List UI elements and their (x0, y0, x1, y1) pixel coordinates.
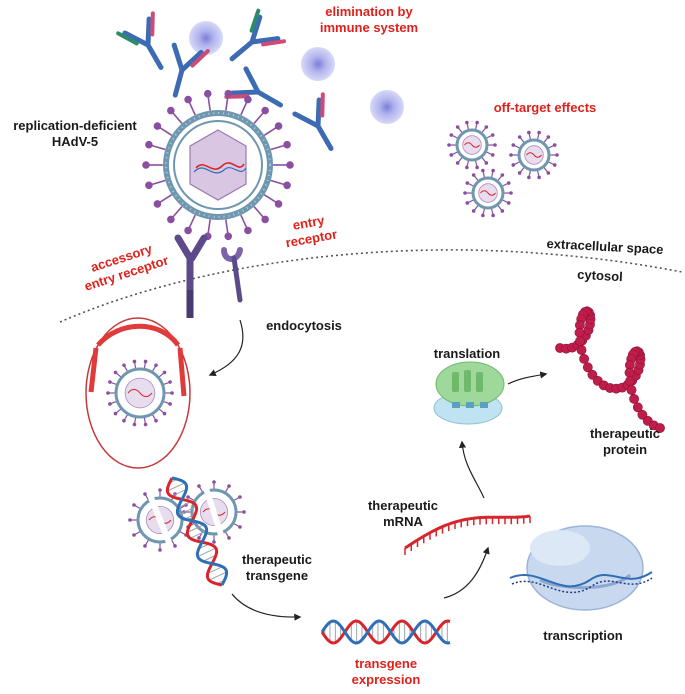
label-vector-line2: HAdV-5 (51, 134, 99, 149)
virion-fiber-knob (283, 181, 291, 190)
virion-fiber-knob (261, 215, 269, 224)
small-virion (463, 168, 513, 218)
label-vector: replication-deficient HAdV-5 (0, 118, 150, 150)
virion-fiber-knob (286, 161, 294, 169)
accessory-entry-receptor (174, 234, 208, 318)
virion-fiber-knob (153, 200, 162, 208)
endosome-coat (96, 323, 181, 347)
small-virion (509, 130, 559, 180)
immune-cell-3 (370, 90, 404, 124)
label-expression-line1: transgene (354, 656, 418, 671)
antibody-2 (171, 42, 210, 98)
therapeutic-transgene-helix (165, 476, 229, 587)
icosahedral-capsid (189, 129, 247, 201)
virion-fiber-knob (167, 215, 175, 224)
label-therapeutic-protein: therapeutic protein (575, 426, 675, 458)
label-endocytosis: endocytosis (266, 318, 342, 333)
virion-fiber-knob (244, 226, 252, 235)
label-mrna-line1: therapeutic (367, 498, 439, 513)
label-protein-line1: therapeutic (589, 426, 661, 441)
virion-fiber-knob (274, 200, 283, 208)
virion-fiber-knob (274, 122, 283, 130)
virion-shell-dots (165, 112, 271, 218)
arrow-to-mrna (443, 546, 490, 599)
antibody-1 (116, 11, 164, 71)
antibody-5 (292, 92, 334, 152)
label-transgene-line2: transgene (245, 568, 309, 583)
label-therapeutic-mrna: therapeutic mRNA (358, 498, 448, 530)
virion-fiber-knob (145, 140, 153, 149)
adenovirus-virion (142, 89, 294, 241)
label-transcription: transcription (543, 628, 623, 643)
virion-fiber-knob (184, 95, 192, 104)
label-expression-line2: expression (351, 672, 421, 687)
entry-receptor (221, 247, 243, 303)
rna-polymerase (509, 525, 653, 611)
label-elimination: elimination by immune system (304, 4, 434, 36)
virion-fiber-knob (142, 161, 150, 169)
arrow-to-expression (231, 593, 302, 621)
virion-fiber-knob (153, 122, 162, 130)
virion-fiber-knob (261, 106, 269, 115)
virion-fiber-knob (203, 89, 212, 98)
virion-fiber-knob (224, 89, 233, 98)
label-elimination-line1: elimination by (325, 4, 413, 19)
label-off-target: off-target effects (493, 100, 597, 115)
flow-arrows (208, 319, 548, 621)
virion-fiber-knob (184, 226, 192, 235)
entry-receptors (174, 234, 243, 318)
label-vector-line1: replication-deficient (13, 118, 137, 133)
ribosome (433, 361, 505, 425)
label-therapeutic-transgene: therapeutic transgene (232, 552, 322, 584)
virion-fiber-knob (244, 95, 252, 104)
capsid-disassembly (128, 480, 246, 552)
off-target-virions (447, 120, 559, 218)
virion-fiber-knob (145, 181, 153, 190)
virion-fiber-knob (283, 140, 291, 149)
therapeutic-mrna (404, 514, 531, 555)
small-virion (106, 359, 174, 427)
label-transgene-line1: therapeutic (241, 552, 313, 567)
immune-cell-2 (301, 47, 335, 81)
virion-spikes (142, 89, 294, 241)
endosome (85, 317, 191, 469)
arrow-to-translation (458, 440, 485, 499)
endosome-virion (106, 359, 174, 427)
label-mrna-line2: mRNA (383, 514, 423, 529)
small-virion (447, 120, 497, 170)
endosome-membrane (85, 317, 191, 469)
transgene-expression-helix (320, 619, 451, 645)
label-translation: translation (433, 346, 501, 361)
arrow-to-protein (507, 371, 548, 385)
antibody-3 (229, 8, 287, 62)
label-cytosol: cytosol (576, 266, 624, 285)
virion-fiber-knob (167, 106, 175, 115)
immune-cell-1 (189, 21, 223, 55)
immune-cells (189, 21, 404, 124)
arrow-endocytosis (208, 319, 244, 377)
therapeutic-protein (555, 306, 665, 433)
virion-fiber-knob (224, 232, 233, 241)
label-protein-line2: protein (602, 442, 648, 457)
label-transgene-expression: transgene expression (336, 656, 436, 688)
label-elimination-line2: immune system (319, 20, 419, 35)
